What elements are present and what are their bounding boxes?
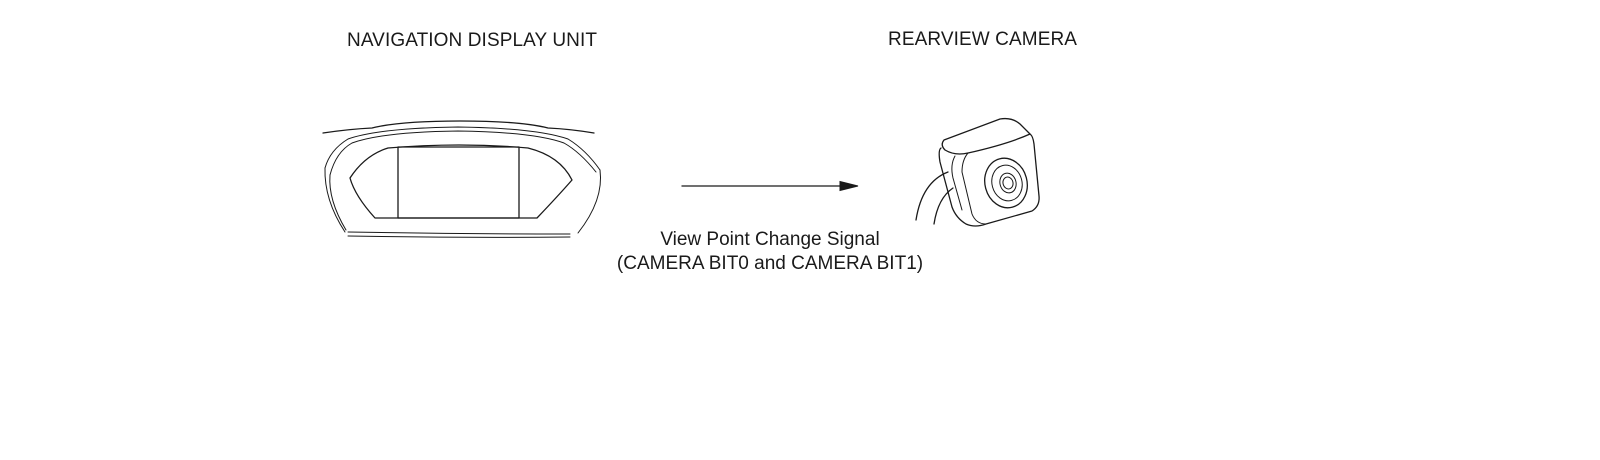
signal-label: View Point Change Signal (CAMERA BIT0 an… (612, 228, 928, 276)
signal-arrow (681, 180, 859, 192)
rearview-camera-icon (915, 117, 1040, 227)
navigation-display-unit-icon (322, 120, 602, 238)
signal-label-line1: View Point Change Signal (660, 229, 880, 250)
signal-label-line2: (CAMERA BIT0 and CAMERA BIT1) (616, 253, 924, 274)
navigation-display-unit-label: NAVIGATION DISPLAY UNIT (347, 30, 598, 51)
rearview-camera-label: REARVIEW CAMERA (888, 29, 1078, 50)
